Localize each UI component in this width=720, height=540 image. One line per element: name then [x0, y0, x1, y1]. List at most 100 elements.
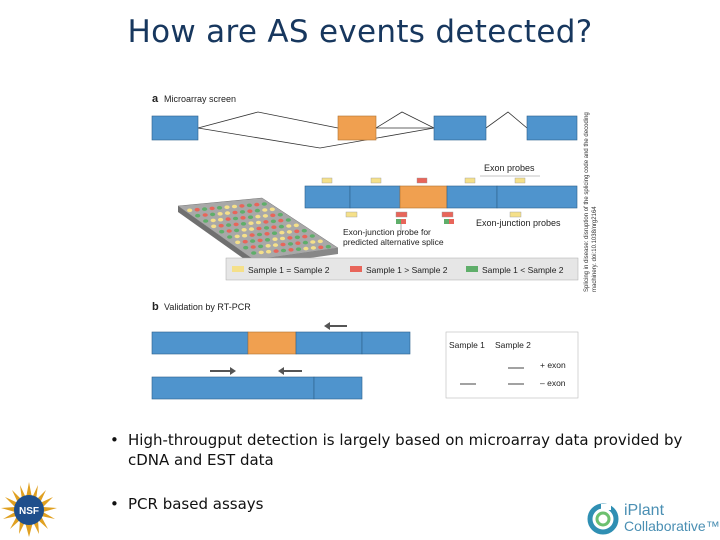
microarray-spot	[211, 224, 217, 229]
transcript-exon-2	[349, 185, 401, 209]
intron-line-2	[375, 111, 435, 129]
iplant-line2: Collaborative™	[624, 518, 720, 534]
microarray-spot	[258, 250, 264, 255]
microarray-spot	[293, 223, 299, 228]
microarray-spot	[270, 213, 276, 218]
intron-line-3	[197, 127, 435, 149]
gel-box	[445, 331, 579, 399]
microarray-spot	[257, 238, 263, 243]
as-detection-figure: a Microarray screen Exon probes Exon-jun…	[140, 86, 580, 406]
microarray-spot	[239, 204, 245, 208]
gel-sample1-label: Sample 1	[449, 340, 485, 350]
transcript-exon-1	[304, 185, 351, 209]
junction-probe-g	[509, 211, 522, 218]
microarray-spot	[217, 212, 223, 216]
microarray-spot	[243, 245, 249, 250]
pcr-exon-3	[295, 331, 363, 355]
microarray-spot	[277, 212, 283, 217]
microarray-spot	[202, 207, 208, 211]
microarray-spot	[233, 222, 239, 227]
intron-line-4	[485, 111, 528, 129]
microarray-spot	[278, 218, 284, 223]
microarray-spot	[255, 214, 261, 219]
junction-probe-alt-label-1: Exon-junction probe for	[343, 227, 431, 237]
microarray-spot	[195, 213, 201, 218]
microarray-spot	[309, 234, 315, 238]
microarray-spot	[224, 211, 231, 215]
microarray-spot	[210, 212, 216, 217]
microarray-spot	[256, 226, 262, 231]
microarray-spot	[218, 217, 224, 222]
microarray-spot	[294, 229, 300, 234]
microarray-spot	[240, 216, 246, 220]
probe-equal	[370, 177, 382, 184]
pcr-exon-4	[361, 331, 411, 355]
junction-probe-d	[401, 219, 406, 224]
microarray-spot	[248, 227, 255, 231]
microarray-spot	[263, 220, 269, 224]
microarray-spot	[209, 206, 215, 211]
probe-equal	[464, 177, 476, 184]
microarray-spot	[216, 206, 223, 210]
probe-equal	[321, 177, 333, 184]
microarray-spot	[287, 236, 293, 240]
microarray-spot	[219, 229, 225, 234]
microarray-spot	[295, 241, 301, 245]
panel-a-title: Microarray screen	[164, 94, 236, 104]
exon-4	[526, 115, 578, 141]
bullet-high-throughput: High-througput detection is largely base…	[110, 430, 690, 470]
microarray-spot	[241, 228, 247, 232]
microarray-spot	[239, 210, 246, 214]
panel-a-label: a	[152, 93, 159, 105]
microarray-spot	[247, 209, 253, 213]
microarray-spot	[271, 231, 278, 235]
legend-label-less: Sample 1 < Sample 2	[482, 265, 564, 275]
microarray-spot	[251, 251, 257, 255]
microarray-spot	[250, 245, 256, 249]
exon-probes-label: Exon probes	[484, 163, 535, 173]
microarray-spot	[270, 219, 276, 224]
pcr-skip-exon-2	[313, 376, 363, 400]
microarray-spot	[256, 232, 263, 237]
junction-probe-f	[449, 219, 454, 224]
microarray-spot	[301, 228, 307, 233]
microarray-spot	[317, 239, 323, 244]
microarray-spot	[325, 244, 331, 249]
microarray-spot	[261, 202, 267, 206]
microarray-spot	[273, 249, 279, 253]
microarray-spot	[280, 242, 286, 247]
microarray-spot	[286, 230, 292, 234]
transcript-exon-4	[446, 185, 498, 209]
pcr-exon-1	[151, 331, 249, 355]
microarray-spot	[286, 224, 292, 228]
microarray-spot	[226, 223, 232, 227]
nsf-text: NSF	[19, 506, 39, 517]
pcr-skip-exon-1	[151, 376, 315, 400]
gel-band2-label: – exon	[540, 378, 566, 388]
microarray-spot	[310, 240, 316, 244]
microarray-spot	[258, 244, 264, 249]
microarray-spot	[254, 202, 260, 207]
legend-swatch-greater	[350, 266, 362, 272]
microarray-spot	[210, 218, 216, 223]
microarray-spot	[250, 239, 256, 243]
microarray-spot	[225, 217, 231, 221]
microarray-spot	[288, 248, 294, 252]
panel-b-title: Validation by RT-PCR	[164, 302, 251, 312]
microarray-spot	[302, 234, 308, 239]
nsf-logo: NSF	[1, 482, 57, 537]
probe-equal	[514, 177, 526, 184]
figure-citation: Splicing in disease: disruption of the s…	[584, 112, 598, 292]
microarray-spot	[263, 226, 270, 230]
bullet-pcr: PCR based assays	[110, 494, 690, 514]
exon-3	[433, 115, 487, 141]
microarray-spot	[242, 233, 248, 238]
transcript-exon-5	[496, 185, 578, 209]
microarray-spot	[232, 216, 239, 221]
microarray-spot	[202, 213, 208, 217]
junction-probe-b	[441, 211, 454, 218]
iplant-swirl-icon	[587, 503, 619, 535]
microarray-spot	[246, 203, 252, 208]
bullet-list: High-througput detection is largely base…	[110, 430, 690, 514]
microarray-spot	[254, 208, 260, 213]
